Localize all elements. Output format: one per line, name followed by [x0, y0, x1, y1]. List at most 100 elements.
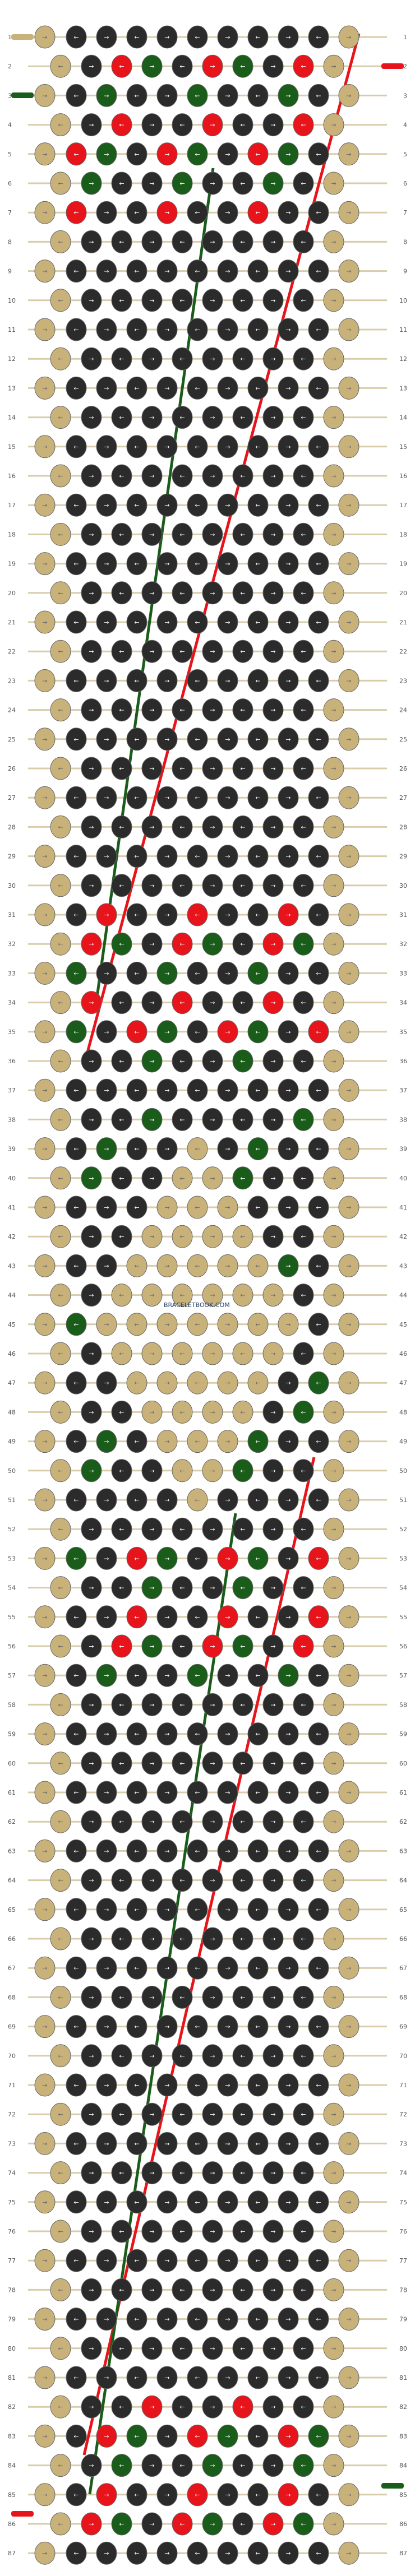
knot-arrow-icon: → — [285, 34, 290, 41]
knot — [338, 376, 359, 400]
row-number: 18 — [8, 531, 16, 538]
knot-arrow-icon: → — [270, 1175, 275, 1182]
knot-arrow-icon: ← — [134, 1731, 139, 1738]
knot — [293, 991, 314, 1014]
knot-arrow-icon: → — [42, 911, 47, 919]
knot — [34, 318, 56, 341]
knot — [50, 464, 71, 488]
row-number: 5 — [8, 151, 12, 158]
knot-arrow-icon: → — [149, 2111, 154, 2118]
knot-arrow-icon: ← — [255, 209, 260, 216]
knot — [323, 874, 344, 897]
knot-arrow-icon: → — [164, 2491, 169, 2499]
knot — [308, 260, 329, 283]
knot-arrow-icon: ← — [58, 2111, 63, 2118]
knot — [232, 1342, 253, 1365]
knot-arrow-icon: ← — [119, 1818, 124, 1826]
knot — [308, 493, 329, 517]
knot — [111, 347, 132, 370]
knot-arrow-icon: ← — [134, 1146, 139, 1153]
knot — [338, 201, 359, 224]
knot-arrow-icon: → — [42, 92, 47, 99]
knot-arrow-icon: → — [225, 794, 230, 801]
knot-arrow-icon: ← — [301, 2111, 306, 2118]
knot-arrow-icon: → — [270, 823, 275, 831]
knot-arrow-icon: ← — [134, 2316, 139, 2323]
knot-arrow-icon: → — [104, 1087, 109, 1094]
knot-arrow-icon: → — [42, 2082, 47, 2089]
knot-arrow-icon: ← — [58, 2170, 63, 2177]
knot — [141, 172, 163, 195]
knot-arrow-icon: ← — [195, 92, 200, 99]
knot-arrow-icon: ← — [195, 853, 200, 860]
knot-arrow-icon: → — [346, 736, 351, 743]
knot — [34, 1020, 56, 1044]
knot-arrow-icon: → — [210, 297, 215, 304]
knot-arrow-icon: ← — [119, 2403, 124, 2411]
knot-arrow-icon: ← — [58, 1584, 63, 1592]
knot — [232, 464, 253, 488]
knot — [111, 113, 132, 137]
knot-arrow-icon: ← — [301, 1175, 306, 1182]
knot — [308, 845, 329, 868]
knot-arrow-icon: → — [346, 2316, 351, 2323]
knot-arrow-icon: ← — [301, 823, 306, 831]
knot-arrow-icon: → — [270, 355, 275, 363]
knot-arrow-icon: ← — [73, 2082, 79, 2089]
knot-arrow-icon: → — [164, 1497, 169, 1504]
knot — [81, 54, 102, 78]
knot — [111, 874, 132, 897]
row-number: 29 — [8, 853, 16, 860]
row-number: 53 — [8, 1555, 16, 1562]
knot — [34, 84, 56, 107]
knot-arrow-icon: → — [285, 911, 290, 919]
knot — [34, 260, 56, 283]
knot — [262, 1166, 284, 1190]
row-number: 59 — [399, 1731, 407, 1738]
knot-arrow-icon: ← — [255, 970, 260, 977]
knot — [308, 786, 329, 809]
knot-arrow-icon: ← — [301, 2053, 306, 2060]
knot — [278, 1137, 299, 1161]
knot-arrow-icon: → — [270, 2111, 275, 2118]
knot-arrow-icon: ← — [195, 502, 200, 509]
knot — [232, 522, 253, 546]
knot-arrow-icon: → — [89, 531, 94, 538]
knot-arrow-icon: ← — [240, 1350, 245, 1358]
knot — [34, 610, 56, 634]
knot — [34, 435, 56, 458]
knot-arrow-icon: → — [331, 823, 336, 831]
knot-arrow-icon: → — [164, 1204, 169, 1211]
row-number: 33 — [399, 970, 407, 977]
row-number: 84 — [399, 2462, 407, 2470]
row-number: 43 — [399, 1262, 407, 1270]
knot — [66, 728, 87, 751]
knot — [172, 1225, 193, 1248]
row-number: 72 — [399, 2111, 407, 2118]
knot — [217, 1313, 238, 1336]
knot-arrow-icon: → — [164, 1906, 169, 1914]
knot-arrow-icon: → — [331, 122, 336, 129]
knot — [247, 728, 269, 751]
knot-arrow-icon: ← — [73, 151, 79, 158]
knot-arrow-icon: ← — [58, 122, 63, 129]
knot-arrow-icon: → — [331, 1409, 336, 1416]
knot — [126, 845, 147, 868]
knot — [247, 786, 269, 809]
knot-arrow-icon: → — [210, 2170, 215, 2177]
knot-arrow-icon: ← — [119, 1935, 124, 1943]
knot-arrow-icon: ← — [73, 1497, 79, 1504]
knot — [262, 289, 284, 312]
row-number: 62 — [399, 1818, 407, 1826]
row-number: 6 — [403, 180, 407, 187]
knot-arrow-icon: ← — [179, 1058, 185, 1065]
knot-arrow-icon: ← — [134, 1262, 139, 1270]
knot-arrow-icon: ← — [316, 736, 321, 743]
row-number: 25 — [399, 736, 407, 743]
knot-arrow-icon: → — [104, 2082, 109, 2089]
knot-arrow-icon: ← — [301, 122, 306, 129]
knot-arrow-icon: → — [270, 1233, 275, 1240]
knot-arrow-icon: → — [104, 677, 109, 684]
knot — [156, 25, 178, 49]
knot-arrow-icon: → — [225, 1321, 230, 1328]
